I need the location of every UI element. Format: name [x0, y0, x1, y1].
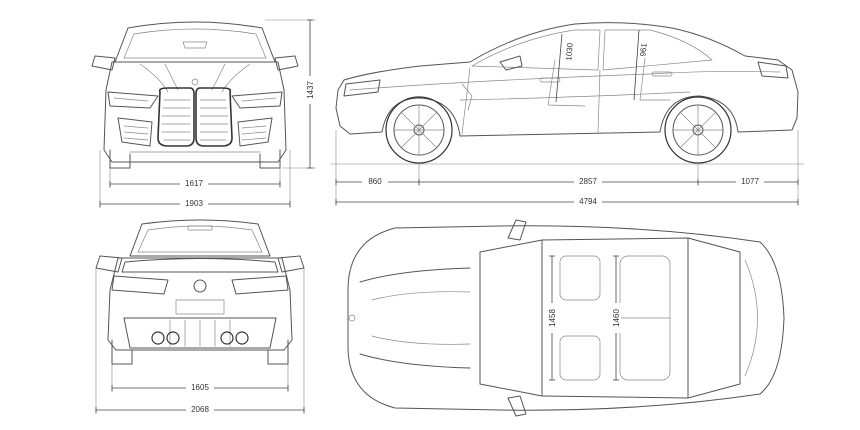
label-bg	[305, 76, 315, 104]
rear-headroom-label: 961	[638, 42, 648, 57]
front-overhang-label: 860	[368, 177, 382, 186]
label-bg	[362, 176, 388, 186]
side-dimension-lines	[335, 130, 799, 206]
front-shoulder-label: 1458	[548, 309, 557, 327]
rear-wheel	[664, 96, 732, 164]
label-bg	[574, 196, 602, 206]
label-bg	[186, 404, 214, 414]
front-headroom-label: 1030	[564, 42, 575, 61]
rear-view	[95, 219, 305, 365]
front-width-label: 1903	[185, 199, 203, 208]
rear-shoulder-label: 1460	[612, 309, 621, 327]
label-bg	[186, 382, 214, 392]
top-view	[347, 219, 785, 417]
side-view	[330, 22, 804, 165]
height-label: 1437	[306, 81, 315, 99]
label-bg	[180, 198, 208, 208]
length-label: 4794	[579, 197, 597, 206]
wheelbase-label: 2857	[579, 177, 597, 186]
front-wheel	[385, 96, 453, 164]
label-bg	[180, 178, 208, 188]
front-track-label: 1617	[185, 179, 203, 188]
mirror-width-label: 2068	[191, 405, 209, 414]
label-bg	[736, 176, 764, 186]
label-bg	[547, 303, 557, 333]
label-bg	[574, 176, 602, 186]
rear-overhang-label: 1077	[741, 177, 759, 186]
front-view	[91, 21, 299, 169]
label-bg	[611, 303, 621, 333]
rear-track-label: 1605	[191, 383, 209, 392]
